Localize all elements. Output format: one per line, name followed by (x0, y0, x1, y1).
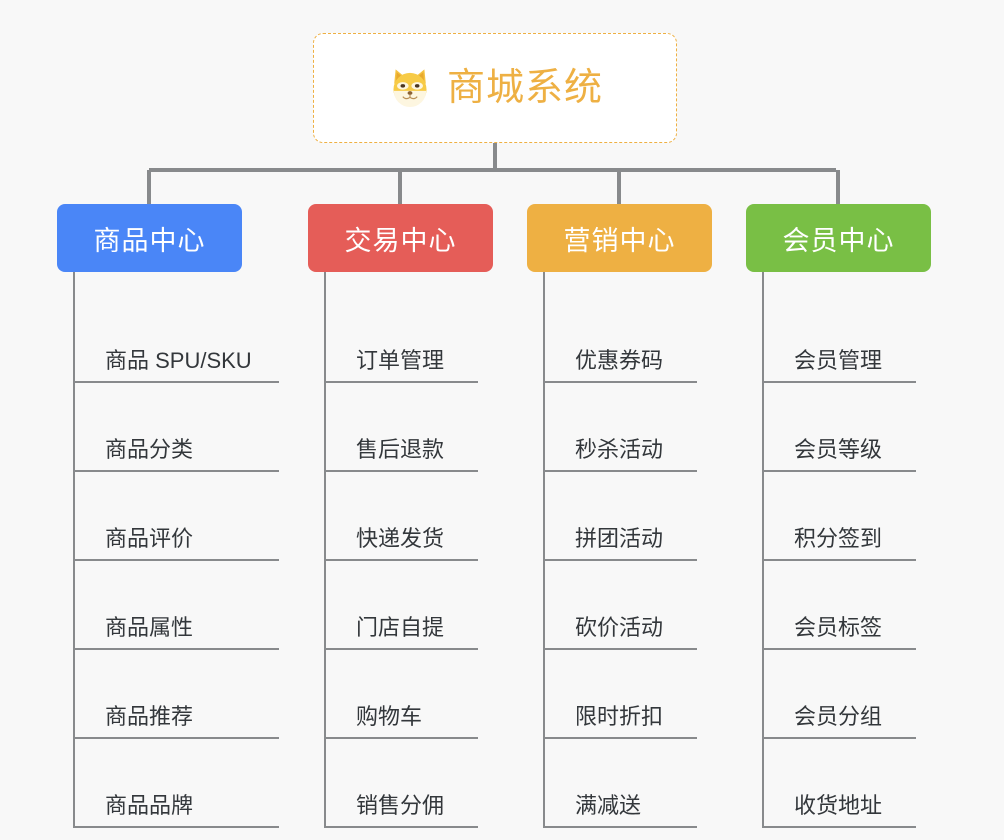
branch-spine-3 (762, 272, 764, 828)
list-item[interactable]: 积分签到 (762, 472, 931, 561)
branch-spine-0 (73, 272, 75, 828)
branch-header-3[interactable]: 会员中心 (746, 204, 931, 272)
branch-商品中心: 商品中心 商品 SPU/SKU 商品分类 商品评价 商品属性 商品推荐 商品品牌 (57, 204, 279, 828)
list-item[interactable]: 商品分类 (73, 383, 279, 472)
branch-item-list-3: 会员管理 会员等级 积分签到 会员标签 会员分组 收货地址 (762, 272, 931, 828)
leaf-label: 售后退款 (326, 437, 478, 472)
branch-item-list-1: 订单管理 售后退款 快递发货 门店自提 购物车 销售分佣 (324, 272, 493, 828)
list-item[interactable]: 商品属性 (73, 561, 279, 650)
list-item[interactable]: 订单管理 (324, 294, 493, 383)
list-item[interactable]: 快递发货 (324, 472, 493, 561)
leaf-label: 会员管理 (764, 348, 916, 383)
list-item[interactable]: 限时折扣 (543, 650, 712, 739)
list-item[interactable]: 销售分佣 (324, 739, 493, 828)
list-item[interactable]: 会员标签 (762, 561, 931, 650)
leaf-label: 会员分组 (764, 704, 916, 739)
leaf-label: 商品品牌 (75, 793, 279, 828)
leaf-label: 收货地址 (764, 793, 916, 828)
list-item[interactable]: 秒杀活动 (543, 383, 712, 472)
branch-label-0: 商品中心 (93, 225, 206, 256)
leaf-label: 砍价活动 (545, 615, 697, 650)
leaf-label: 门店自提 (326, 615, 478, 650)
leaf-label: 商品 SPU/SKU (75, 348, 279, 383)
branch-label-3: 会员中心 (782, 225, 895, 256)
root-node[interactable]: 商城系统 (313, 33, 677, 143)
leaf-label: 购物车 (326, 704, 478, 739)
branch-label-2: 营销中心 (563, 225, 676, 256)
list-item[interactable]: 门店自提 (324, 561, 493, 650)
leaf-label: 商品分类 (75, 437, 279, 472)
leaf-label: 会员等级 (764, 437, 916, 472)
leaf-label: 拼团活动 (545, 526, 697, 561)
list-item[interactable]: 满减送 (543, 739, 712, 828)
branch-item-list-0: 商品 SPU/SKU 商品分类 商品评价 商品属性 商品推荐 商品品牌 (73, 272, 279, 828)
list-item[interactable]: 商品 SPU/SKU (73, 294, 279, 383)
branch-spine-1 (324, 272, 326, 828)
branch-header-2[interactable]: 营销中心 (527, 204, 712, 272)
leaf-label: 秒杀活动 (545, 437, 697, 472)
leaf-label: 商品属性 (75, 615, 279, 650)
list-item[interactable]: 会员管理 (762, 294, 931, 383)
leaf-label: 订单管理 (326, 348, 478, 383)
list-item[interactable]: 商品品牌 (73, 739, 279, 828)
branch-header-0[interactable]: 商品中心 (57, 204, 242, 272)
branch-会员中心: 会员中心 会员管理 会员等级 积分签到 会员标签 会员分组 收货地址 (746, 204, 931, 828)
list-item[interactable]: 购物车 (324, 650, 493, 739)
list-item[interactable]: 拼团活动 (543, 472, 712, 561)
list-item[interactable]: 砍价活动 (543, 561, 712, 650)
leaf-label: 积分签到 (764, 526, 916, 561)
leaf-label: 限时折扣 (545, 704, 697, 739)
branch-spine-2 (543, 272, 545, 828)
list-item[interactable]: 优惠券码 (543, 294, 712, 383)
leaf-label: 商品评价 (75, 526, 279, 561)
list-item[interactable]: 会员等级 (762, 383, 931, 472)
list-item[interactable]: 商品推荐 (73, 650, 279, 739)
list-item[interactable]: 收货地址 (762, 739, 931, 828)
root-title: 商城系统 (446, 67, 603, 109)
shiba-dog-face-icon (393, 69, 427, 108)
leaf-label: 商品推荐 (75, 704, 279, 739)
leaf-label: 销售分佣 (326, 793, 478, 828)
branch-营销中心: 营销中心 优惠券码 秒杀活动 拼团活动 砍价活动 限时折扣 满减送 (527, 204, 712, 828)
leaf-label: 满减送 (545, 793, 697, 828)
branch-header-1[interactable]: 交易中心 (308, 204, 493, 272)
branch-item-list-2: 优惠券码 秒杀活动 拼团活动 砍价活动 限时折扣 满减送 (543, 272, 712, 828)
leaf-label: 会员标签 (764, 615, 916, 650)
list-item[interactable]: 售后退款 (324, 383, 493, 472)
branch-交易中心: 交易中心 订单管理 售后退款 快递发货 门店自提 购物车 销售分佣 (308, 204, 493, 828)
branch-label-1: 交易中心 (344, 225, 457, 256)
leaf-label: 快递发货 (326, 526, 478, 561)
list-item[interactable]: 会员分组 (762, 650, 931, 739)
list-item[interactable]: 商品评价 (73, 472, 279, 561)
leaf-label: 优惠券码 (545, 348, 697, 383)
